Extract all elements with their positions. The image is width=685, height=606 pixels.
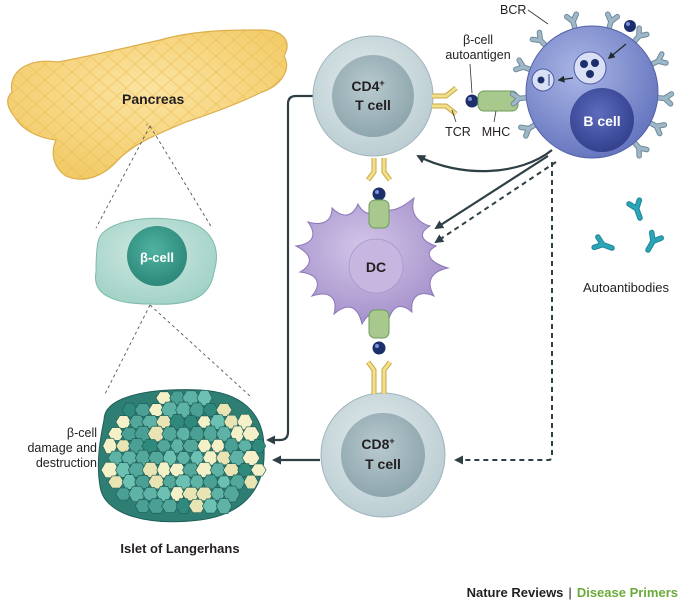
arrow-bcell-to-dc-dashed xyxy=(434,161,557,244)
damage-label-line3: destruction xyxy=(36,456,97,470)
pancreas-organ xyxy=(7,29,288,180)
footer-credit: Nature Reviews|Disease Primers xyxy=(467,585,678,600)
autoantigen-dot xyxy=(465,94,479,108)
cd8-nucleus xyxy=(341,413,425,497)
mhc-molecule xyxy=(368,199,390,229)
islet-of-langerhans xyxy=(97,389,267,523)
cd4-nucleus xyxy=(332,55,414,137)
islet-cell xyxy=(115,415,132,429)
zoom-marker: ʻ xyxy=(146,122,148,132)
arrow-cd4-to-islet xyxy=(266,94,322,445)
damage-label-line1: β-cell xyxy=(67,426,97,440)
beta-cell-nucleus xyxy=(127,226,187,286)
islet-cell xyxy=(175,451,192,465)
autoantibody xyxy=(591,234,615,251)
arrow-bcell-to-dc xyxy=(434,155,549,230)
b-cell xyxy=(509,11,675,159)
bcr-pointer xyxy=(527,9,549,25)
zoom-lines-pancreas xyxy=(95,125,213,229)
islet-cell xyxy=(188,402,206,418)
antigen-dot xyxy=(372,187,386,201)
b-cell-nucleus xyxy=(570,88,634,152)
autoantibody xyxy=(645,229,665,253)
bcr-receptor xyxy=(529,29,550,50)
dc-cd8-synapse xyxy=(366,309,392,394)
endosome xyxy=(573,51,607,85)
islet-cell xyxy=(237,463,253,477)
islet-cell xyxy=(237,439,253,453)
zoom-lines-beta xyxy=(103,304,251,397)
cd8-t-cell xyxy=(320,392,446,518)
bcr-label: BCR xyxy=(500,3,526,17)
mhc-molecule-lower xyxy=(368,309,390,339)
islet-cell xyxy=(107,475,125,489)
tcr-label: TCR xyxy=(445,125,471,139)
autoantibody xyxy=(626,197,643,221)
dc-label: DC xyxy=(366,259,386,275)
beta-cell-label: β-cell xyxy=(140,250,174,265)
autoantibodies-group xyxy=(591,197,665,253)
bcr-receptors xyxy=(509,11,675,159)
mhc-label: MHC xyxy=(482,125,510,139)
islet-cell xyxy=(243,474,259,490)
beta-cell xyxy=(95,217,217,305)
cd4-bcell-synapse xyxy=(432,63,519,123)
pancreas-label: Pancreas xyxy=(122,91,184,107)
bcr-receptor xyxy=(563,11,580,33)
autoantibodies-label: Autoantibodies xyxy=(583,280,670,295)
islet-label: Islet of Langerhans xyxy=(120,541,239,556)
arrow-bcell-to-cd4 xyxy=(416,149,553,173)
islet-cells xyxy=(100,390,267,515)
arrow-bcell-to-cd8-dashed xyxy=(454,162,553,465)
cd8-label-line1: CD8+ xyxy=(361,436,394,452)
dendritic-cell xyxy=(294,196,450,326)
cd8-label-line2: T cell xyxy=(365,456,401,472)
damage-label: β-cell damage and destruction xyxy=(27,426,97,470)
damage-label-line2: damage and xyxy=(27,441,97,455)
antigen-dot-lower xyxy=(372,341,386,355)
b-cell-label: B cell xyxy=(583,113,620,129)
dc-nucleus xyxy=(348,238,404,294)
cd4-label-line1: CD4+ xyxy=(351,78,384,94)
islet-cell xyxy=(250,463,267,477)
islet-cell xyxy=(215,497,233,515)
autoantigen-label-line2: autoantigen xyxy=(445,48,510,62)
free-antigen xyxy=(624,20,636,32)
autoantigen-label-line1: β-cell xyxy=(463,33,493,47)
dc-cd4-synapse xyxy=(366,158,392,229)
cd4-t-cell xyxy=(312,35,434,157)
cd4-label-line2: T cell xyxy=(355,97,391,113)
